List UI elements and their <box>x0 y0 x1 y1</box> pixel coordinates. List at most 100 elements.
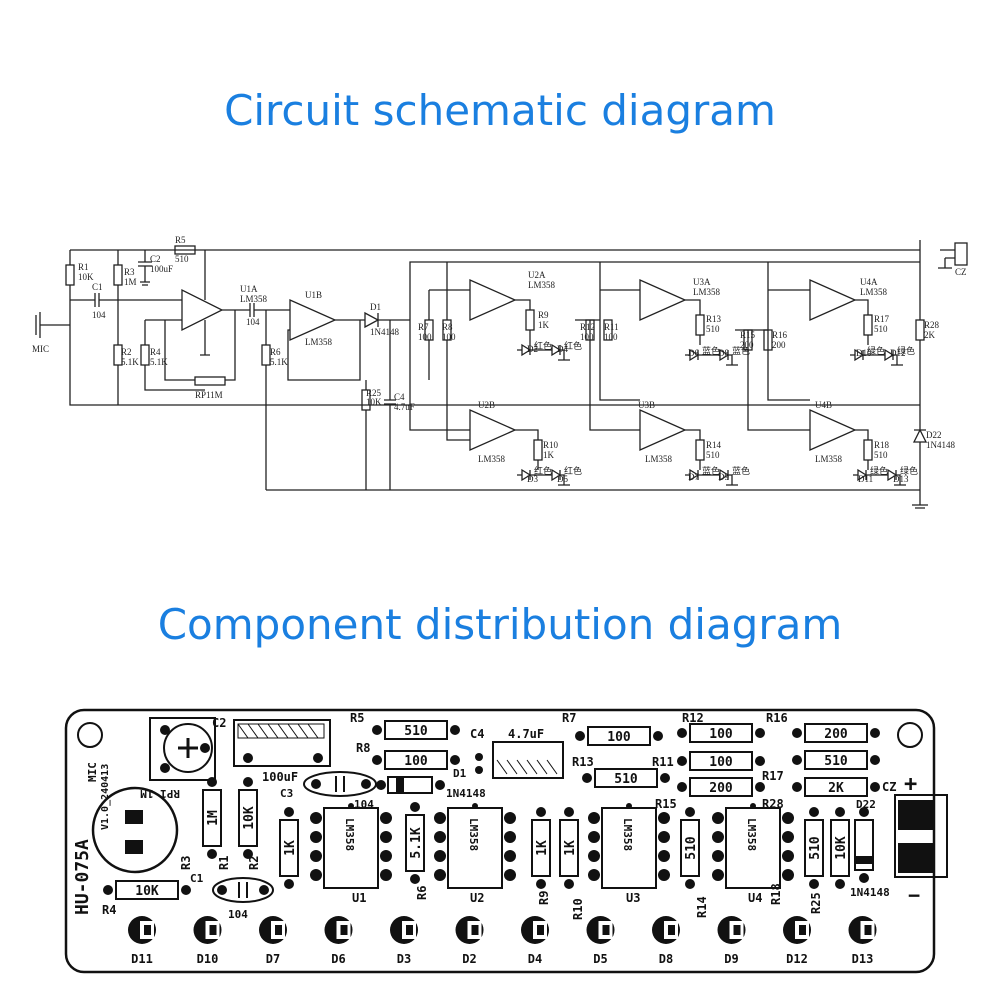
r18-label: R18 <box>874 440 890 450</box>
c1-value: 104 <box>92 310 106 320</box>
pcb-plus-label: + <box>904 772 917 797</box>
r11-value: 100 <box>604 332 618 342</box>
led-label: D12 <box>786 952 808 966</box>
resistor-label: R14 <box>695 896 709 918</box>
rp1-footprint <box>163 723 213 773</box>
pcb-c2-label: C2 <box>212 716 226 730</box>
led-label: D8 <box>659 952 673 966</box>
r4-label: R4 <box>150 347 161 357</box>
resistor-value: 100 <box>709 727 733 742</box>
resistor-value: 1K <box>563 840 578 856</box>
pcb-cz-label: CZ <box>882 780 896 794</box>
r7-value: 100 <box>418 332 432 342</box>
resistor-value: 10K <box>242 806 257 830</box>
r8-value: 100 <box>442 332 456 342</box>
led-pair-5: 绿色绿色 <box>853 465 918 486</box>
resistor-value: 200 <box>824 727 848 742</box>
led-label: D4 <box>528 952 542 966</box>
u1b-value: LM358 <box>305 337 333 347</box>
r12-label: R12 <box>580 322 595 332</box>
ic-label: U2 <box>470 891 484 905</box>
pcb-d22-label: D22 <box>856 798 876 811</box>
led-color-label: 绿色 <box>897 345 915 356</box>
pcb-c3-label: C3 <box>280 787 293 800</box>
resistor-label: R25 <box>809 892 823 914</box>
c2-value: 100uF <box>150 264 173 274</box>
pcb-led-d5: D5 <box>586 916 615 966</box>
led-color-label: 红色 <box>534 465 552 476</box>
led-label: D2 <box>462 952 476 966</box>
r3-value: 1M <box>124 277 137 287</box>
mount-hole-left <box>77 722 103 748</box>
resistor-label: R2 <box>247 856 261 870</box>
ic-part: LM358 <box>745 818 758 851</box>
c1-footprint <box>212 877 274 903</box>
r4-value: 5.1K <box>150 357 168 367</box>
r3-label: R3 <box>124 267 135 277</box>
u4a-label: U4A <box>860 277 878 287</box>
c2-footprint <box>233 719 331 767</box>
r18-value: 510 <box>874 450 888 460</box>
resistor-value: 200 <box>709 781 733 796</box>
led-pair-3: 红色 红色 <box>517 465 582 486</box>
r2-value: 5.1K <box>121 357 139 367</box>
resistor-value: 1K <box>535 840 550 856</box>
ic-part: LM358 <box>467 818 480 851</box>
ic-label: U3 <box>626 891 640 905</box>
resistor-value: 510 <box>808 836 823 860</box>
mic-label: MIC <box>32 344 49 354</box>
r15-value: 200 <box>740 340 754 350</box>
led-color-label: 绿色 <box>870 465 888 476</box>
u4a-value: LM358 <box>860 287 888 297</box>
led-pair-4: 蓝色蓝色 <box>685 465 750 486</box>
d22-label: D22 <box>926 430 942 440</box>
u3a-opamp <box>639 278 687 322</box>
resistor-value: 510 <box>824 754 848 769</box>
r8-label: R8 <box>442 322 453 332</box>
board-version: V1.0_240413 <box>100 764 111 830</box>
pcb-c4-label: C4 <box>470 727 484 741</box>
d5-label: D5 <box>557 474 568 484</box>
pcb-c3-value: 104 <box>354 798 374 811</box>
u3b-value: LM358 <box>645 454 673 464</box>
r13-label: R13 <box>706 314 722 324</box>
d13-label: D13 <box>893 474 909 484</box>
d1-value: 1N4148 <box>370 327 399 337</box>
r1-resistor <box>65 264 75 286</box>
led-color-label: 红色 <box>564 340 582 351</box>
r25-label: R25 <box>366 388 382 398</box>
led-label: D3 <box>397 952 411 966</box>
resistor-value: 10K <box>834 836 849 860</box>
r28-label: R28 <box>924 320 940 330</box>
u1a-label: U1A <box>240 284 258 294</box>
c3-value: 104 <box>246 317 260 327</box>
resistor-value: 10K <box>135 884 159 899</box>
u2b-opamp <box>469 408 517 452</box>
resistor-label: R11 <box>652 755 674 769</box>
resistor-label: R7 <box>562 711 576 725</box>
pcb-r15-label: R15 <box>655 797 677 811</box>
u3b-label: U3B <box>638 400 655 410</box>
c4-label: C4 <box>394 392 405 402</box>
pcb-led-d12: D12 <box>783 916 811 966</box>
led-label: D7 <box>266 952 280 966</box>
led-color-label: 蓝色 <box>732 345 750 356</box>
led-color-label: 红色 <box>564 465 582 476</box>
pcb-resistor-h-8: 510 <box>792 750 880 770</box>
resistor-label: R1 <box>217 856 231 870</box>
rp1-pot <box>194 376 226 386</box>
resistor-value: 510 <box>614 772 638 787</box>
u2a-value: LM358 <box>528 280 556 290</box>
resistor-value: 2K <box>828 781 844 796</box>
mic-footprint <box>91 786 179 874</box>
d12-label: D12 <box>890 348 906 358</box>
